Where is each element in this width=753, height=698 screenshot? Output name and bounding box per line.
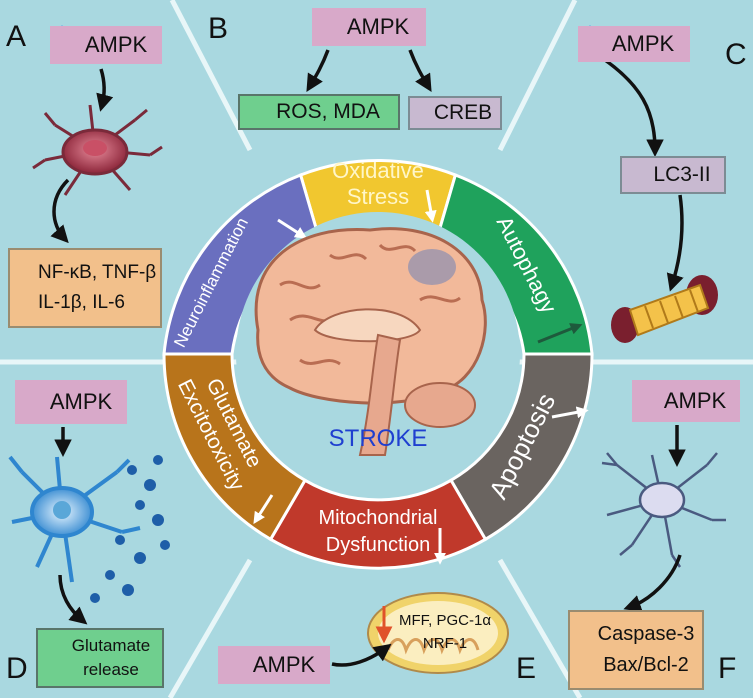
panel-a-cytokine-box: NF-κB, TNF-β IL-1β, IL-6 xyxy=(8,248,162,328)
panel-b-down-label: ROS, MDA xyxy=(276,100,380,123)
panel-b-up-label: CREB xyxy=(433,101,493,124)
panel-letter-e: E xyxy=(516,652,537,685)
panel-b-ampk-box: AMPK xyxy=(312,8,426,46)
ring-oxidative-line1: Oxidative xyxy=(332,158,424,183)
panel-b-creb-box: CREB xyxy=(408,96,502,130)
panel-a-line2: IL-1β, IL-6 xyxy=(38,292,125,313)
panel-letter-f: F xyxy=(718,652,737,685)
panel-e-ampk-label: AMPK xyxy=(252,652,316,677)
panel-letter-b: B xyxy=(208,12,229,45)
panel-d-line1: Glutamate xyxy=(71,636,151,655)
panel-letter-a: A xyxy=(6,20,27,53)
panel-a-ampk-box: AMPK xyxy=(50,26,162,64)
center-stroke-label: STROKE xyxy=(329,425,428,452)
panel-a-line1: NF-κB, TNF-β xyxy=(38,262,157,283)
panel-letter-d: D xyxy=(6,652,28,685)
panel-e-mito-text: MFF, PGC-1α NRF-1 xyxy=(390,604,500,660)
panel-letter-c: C xyxy=(725,38,747,71)
panel-f-apoptosis-box: Caspase-3 Bax/Bcl-2 xyxy=(568,610,704,690)
astrocyte-icon xyxy=(601,452,726,568)
ring-mito-line2: Dysfunction xyxy=(326,534,431,556)
neuron-icon xyxy=(8,455,170,603)
panel-e-line2: NRF-1 xyxy=(422,635,468,652)
panel-f-line1: Caspase-3 xyxy=(597,623,695,645)
panel-a-ampk-label: AMPK xyxy=(84,32,148,57)
panel-d-glutamate-box: Glutamate release xyxy=(36,628,164,688)
panel-f-line2: Bax/Bcl-2 xyxy=(603,654,689,676)
panel-f-ampk-label: AMPK xyxy=(663,388,727,413)
microglia-cell-icon xyxy=(32,104,163,196)
brain-icon xyxy=(254,227,487,456)
mechanism-ring xyxy=(162,159,594,570)
panel-d-ampk-label: AMPK xyxy=(49,389,113,414)
ring-oxidative-line2: Stress xyxy=(347,184,409,209)
ring-mito-line1: Mitochondrial xyxy=(319,507,438,529)
ring-arrows xyxy=(253,189,589,565)
panel-b-ros-box: ROS, MDA xyxy=(238,94,400,130)
mitochondrion-icon xyxy=(367,592,509,674)
pathway-arrows xyxy=(50,49,686,667)
panel-f-ampk-box: AMPK xyxy=(632,380,740,422)
panel-c-ampk-label: AMPK xyxy=(611,31,675,56)
panel-b-ampk-label: AMPK xyxy=(346,14,410,39)
panel-e-line1: MFF, PGC-1α xyxy=(398,612,491,629)
panel-d-line2: release xyxy=(83,660,139,679)
panel-c-ampk-box: AMPK xyxy=(578,26,690,62)
panel-d-ampk-box: AMPK xyxy=(15,380,127,424)
panel-c-lc3-box: LC3-II xyxy=(620,156,726,194)
panel-c-target-label: LC3-II xyxy=(653,163,711,186)
autophagosome-icon xyxy=(611,275,718,343)
panel-e-ampk-box: AMPK xyxy=(218,646,330,684)
